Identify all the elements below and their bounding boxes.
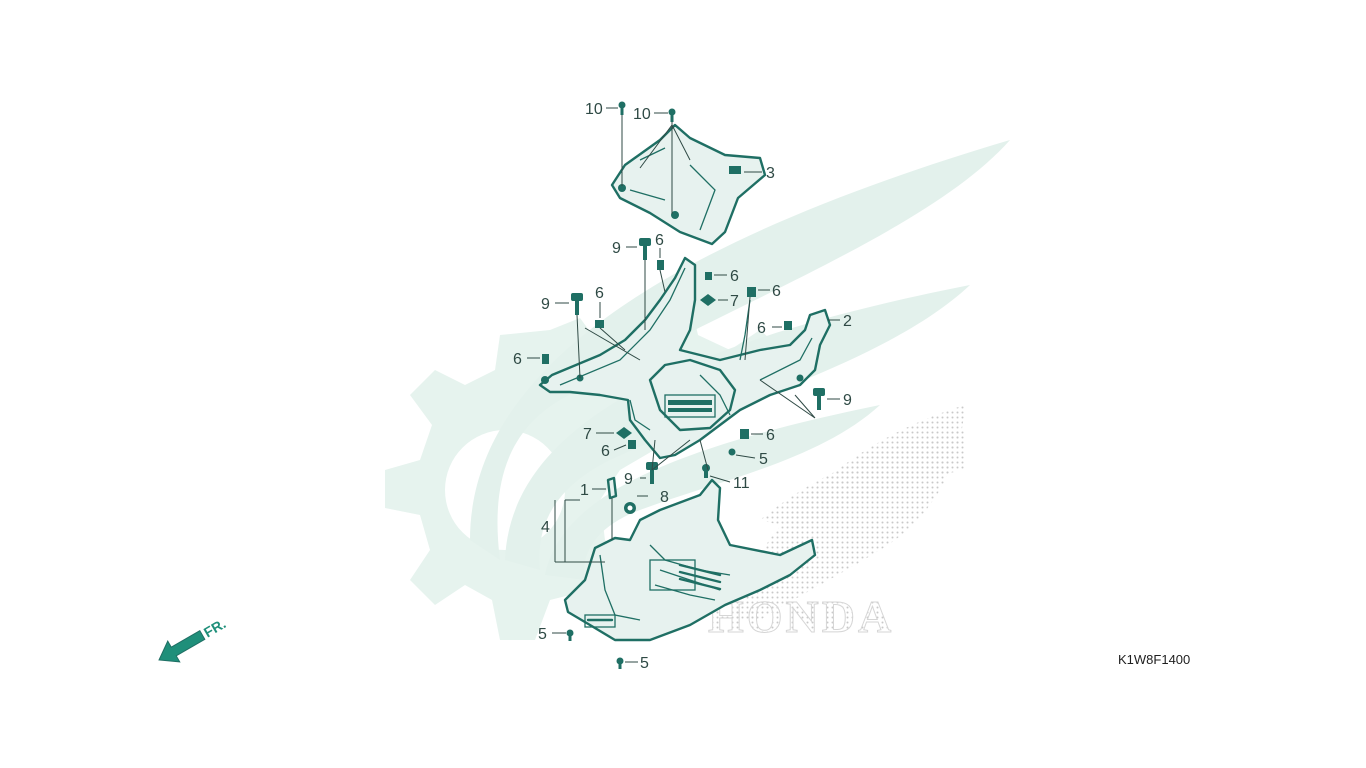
screw-10b — [668, 108, 676, 122]
front-direction-arrow: FR. — [158, 615, 229, 663]
screw-5a — [728, 448, 736, 456]
callout-9: 9 — [843, 392, 852, 409]
callout-5: 5 — [759, 451, 768, 468]
callout-9: 9 — [541, 296, 550, 313]
part-1-bracket — [606, 476, 618, 500]
callout-6: 6 — [766, 427, 775, 444]
callout-3: 3 — [766, 165, 775, 182]
clip-6h — [628, 440, 636, 449]
callout-6: 6 — [757, 320, 766, 337]
clip-6b — [705, 272, 712, 280]
clip-6e — [542, 354, 549, 364]
callouts: 10 10 3 9 6 6 7 6 9 6 6 2 6 9 7 6 6 5 9 … — [513, 101, 852, 672]
callout-9: 9 — [612, 240, 621, 257]
callout-6: 6 — [595, 285, 604, 302]
screw-10a — [618, 101, 626, 115]
nut-7a — [700, 294, 716, 306]
clip-6a — [657, 260, 664, 270]
watermark-wing — [470, 140, 1010, 580]
callout-6: 6 — [655, 232, 664, 249]
callout-10: 10 — [633, 106, 651, 123]
part-2-floor-frame — [538, 256, 832, 460]
callout-11: 11 — [733, 475, 750, 492]
bolt-9c — [813, 388, 825, 410]
callout-5: 5 — [640, 655, 649, 672]
clip-6g — [740, 429, 749, 439]
screw-5b — [566, 629, 574, 641]
collar-8 — [624, 502, 636, 514]
callout-7: 7 — [583, 426, 592, 443]
bolt-9b — [571, 293, 583, 315]
callout-7: 7 — [730, 293, 739, 310]
clip-6c — [747, 287, 756, 297]
nut-7b — [616, 427, 632, 439]
callout-6: 6 — [730, 268, 739, 285]
callout-4: 4 — [541, 519, 550, 536]
callout-10: 10 — [585, 101, 603, 118]
part-3-top-cover — [610, 123, 767, 246]
clip-6f — [784, 321, 792, 330]
leader-lines — [527, 107, 840, 663]
drawing-code: K1W8F1400 — [1118, 652, 1190, 667]
callout-1: 1 — [580, 482, 589, 499]
callout-8: 8 — [660, 489, 669, 506]
bolt-9a — [639, 238, 651, 260]
front-direction-label: FR. — [201, 615, 229, 640]
callout-6: 6 — [601, 443, 610, 460]
screw-5c — [616, 657, 624, 669]
callout-9: 9 — [624, 471, 633, 488]
hardware — [542, 101, 825, 669]
clip-6d — [595, 320, 604, 328]
callout-6: 6 — [772, 283, 781, 300]
callout-2: 2 — [843, 313, 852, 330]
callout-6: 6 — [513, 351, 522, 368]
part-4-under-cover — [563, 478, 817, 642]
callout-5: 5 — [538, 626, 547, 643]
